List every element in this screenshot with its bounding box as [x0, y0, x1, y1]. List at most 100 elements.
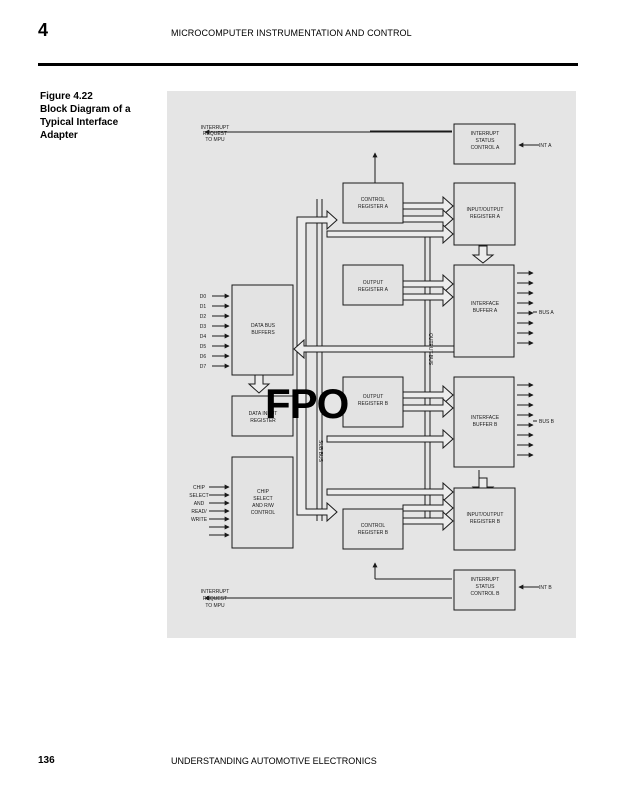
- chip-label-line: SELECT: [189, 493, 208, 499]
- cra-label-line: REGISTER A: [358, 204, 389, 210]
- csc-label-line: SELECT: [253, 496, 272, 502]
- orb-label-line: REGISTER B: [358, 401, 389, 407]
- sub-bus-label: SUB BUS: [317, 440, 323, 463]
- isc-a-label-line: INTERRUPT: [471, 131, 500, 137]
- data-bus-buffers-box: [231, 284, 294, 376]
- interrupt-status-control-a-box: [453, 123, 516, 165]
- isc-b-label-line: CONTROL B: [471, 591, 501, 597]
- bus-a-label: BUS A: [539, 310, 554, 316]
- data-line-label: D6: [200, 354, 207, 360]
- data-input-register-box: [231, 395, 294, 437]
- int-b-label: INT B: [539, 585, 552, 591]
- fpo-overlay: FPO: [265, 380, 349, 427]
- csc-label-line: AND R/W: [252, 503, 274, 509]
- irq-b-label-line: REQUEST: [203, 596, 227, 602]
- ibb-label-line: BUFFER B: [473, 422, 498, 428]
- io-register-a-box: [453, 182, 516, 246]
- bus-b-label: BUS B: [539, 419, 555, 425]
- data-line-label: D2: [200, 314, 207, 320]
- data-line-label: D7: [200, 364, 207, 370]
- isc-b-label-line: INTERRUPT: [471, 577, 500, 583]
- running-title: MICROCOMPUTER INSTRUMENTATION AND CONTRO…: [171, 28, 412, 38]
- crb-label-line: CONTROL: [361, 523, 386, 529]
- irq-a-label-line: REQUEST: [203, 131, 227, 137]
- orb-label-line: OUTPUT: [363, 394, 384, 400]
- cra-label-line: CONTROL: [361, 197, 386, 203]
- chip-label-line: CHIP: [193, 485, 206, 491]
- port-lines: [517, 270, 537, 458]
- irq-a-label-line: INTERRUPT: [201, 125, 230, 131]
- data-line-label: D5: [200, 344, 207, 350]
- isc-a-label-line: CONTROL A: [471, 145, 500, 151]
- chip-select-control-box: [231, 456, 294, 549]
- dir-label-line: REGISTER: [250, 418, 276, 424]
- iba-label-line: INTERFACE: [471, 301, 500, 307]
- isc-a-label-line: STATUS: [476, 138, 496, 144]
- book-title: UNDERSTANDING AUTOMOTIVE ELECTRONICS: [171, 756, 377, 766]
- data-line-label: D3: [200, 324, 207, 330]
- iob-label-line: INPUT/OUTPUT: [467, 512, 504, 518]
- control-register-b-box: [342, 508, 404, 550]
- data-line-label: D1: [200, 304, 207, 310]
- ioa-label-line: INPUT/OUTPUT: [467, 207, 504, 213]
- chip-label-line: WRITE: [191, 517, 208, 523]
- page-number: 136: [38, 755, 55, 766]
- data-line-label: D4: [200, 334, 207, 340]
- iba-label-line: BUFFER A: [473, 308, 498, 314]
- ora-label-line: REGISTER A: [358, 287, 389, 293]
- output-register-b-box: [342, 376, 404, 428]
- chip-label-line: READ/: [191, 509, 207, 515]
- header-rule: [38, 63, 578, 66]
- iob-label-line: REGISTER B: [470, 519, 501, 525]
- chapter-number: 4: [38, 20, 49, 40]
- data-line-label: D0: [200, 294, 207, 300]
- irq-a-label-line: TO MPU: [205, 137, 225, 143]
- block-arrows: [247, 195, 495, 532]
- output-bus-label: OUTPUT BUS: [427, 333, 433, 366]
- interface-buffer-b-box: [453, 376, 515, 468]
- ioa-label-line: REGISTER A: [470, 214, 501, 220]
- caption-line: Adapter: [40, 130, 78, 141]
- irq-b-label-line: INTERRUPT: [201, 589, 230, 595]
- caption-line: Block Diagram of a: [40, 104, 131, 115]
- caption-figure-number: Figure 4.22: [40, 91, 93, 102]
- isc-b-label-line: STATUS: [476, 584, 496, 590]
- csc-label-line: CONTROL: [251, 510, 276, 516]
- data-lines: [209, 293, 230, 538]
- irq-b-label-line: TO MPU: [205, 603, 225, 609]
- chip-label-line: AND: [194, 501, 205, 507]
- csc-label-line: CHIP: [257, 489, 270, 495]
- interrupt-status-control-b-box: [453, 569, 516, 611]
- ibb-label-line: INTERFACE: [471, 415, 500, 421]
- crb-label-line: REGISTER B: [358, 530, 389, 536]
- figure-caption: Figure 4.22 Block Diagram of a Typical I…: [40, 90, 155, 142]
- control-register-a-box: [342, 182, 404, 224]
- ora-label-line: OUTPUT: [363, 280, 384, 286]
- diagram-background: [167, 91, 576, 638]
- dir-label-line: DATA INPUT: [249, 411, 278, 417]
- caption-line: Typical Interface: [40, 117, 119, 128]
- interface-buffer-a-box: [453, 264, 515, 358]
- int-a-label: INT A: [539, 143, 552, 149]
- dbb-label-line: BUFFERS: [251, 330, 275, 336]
- output-register-a-box: [342, 264, 404, 306]
- dbb-label-line: DATA BUS: [251, 323, 276, 329]
- io-register-b-box: [453, 487, 516, 551]
